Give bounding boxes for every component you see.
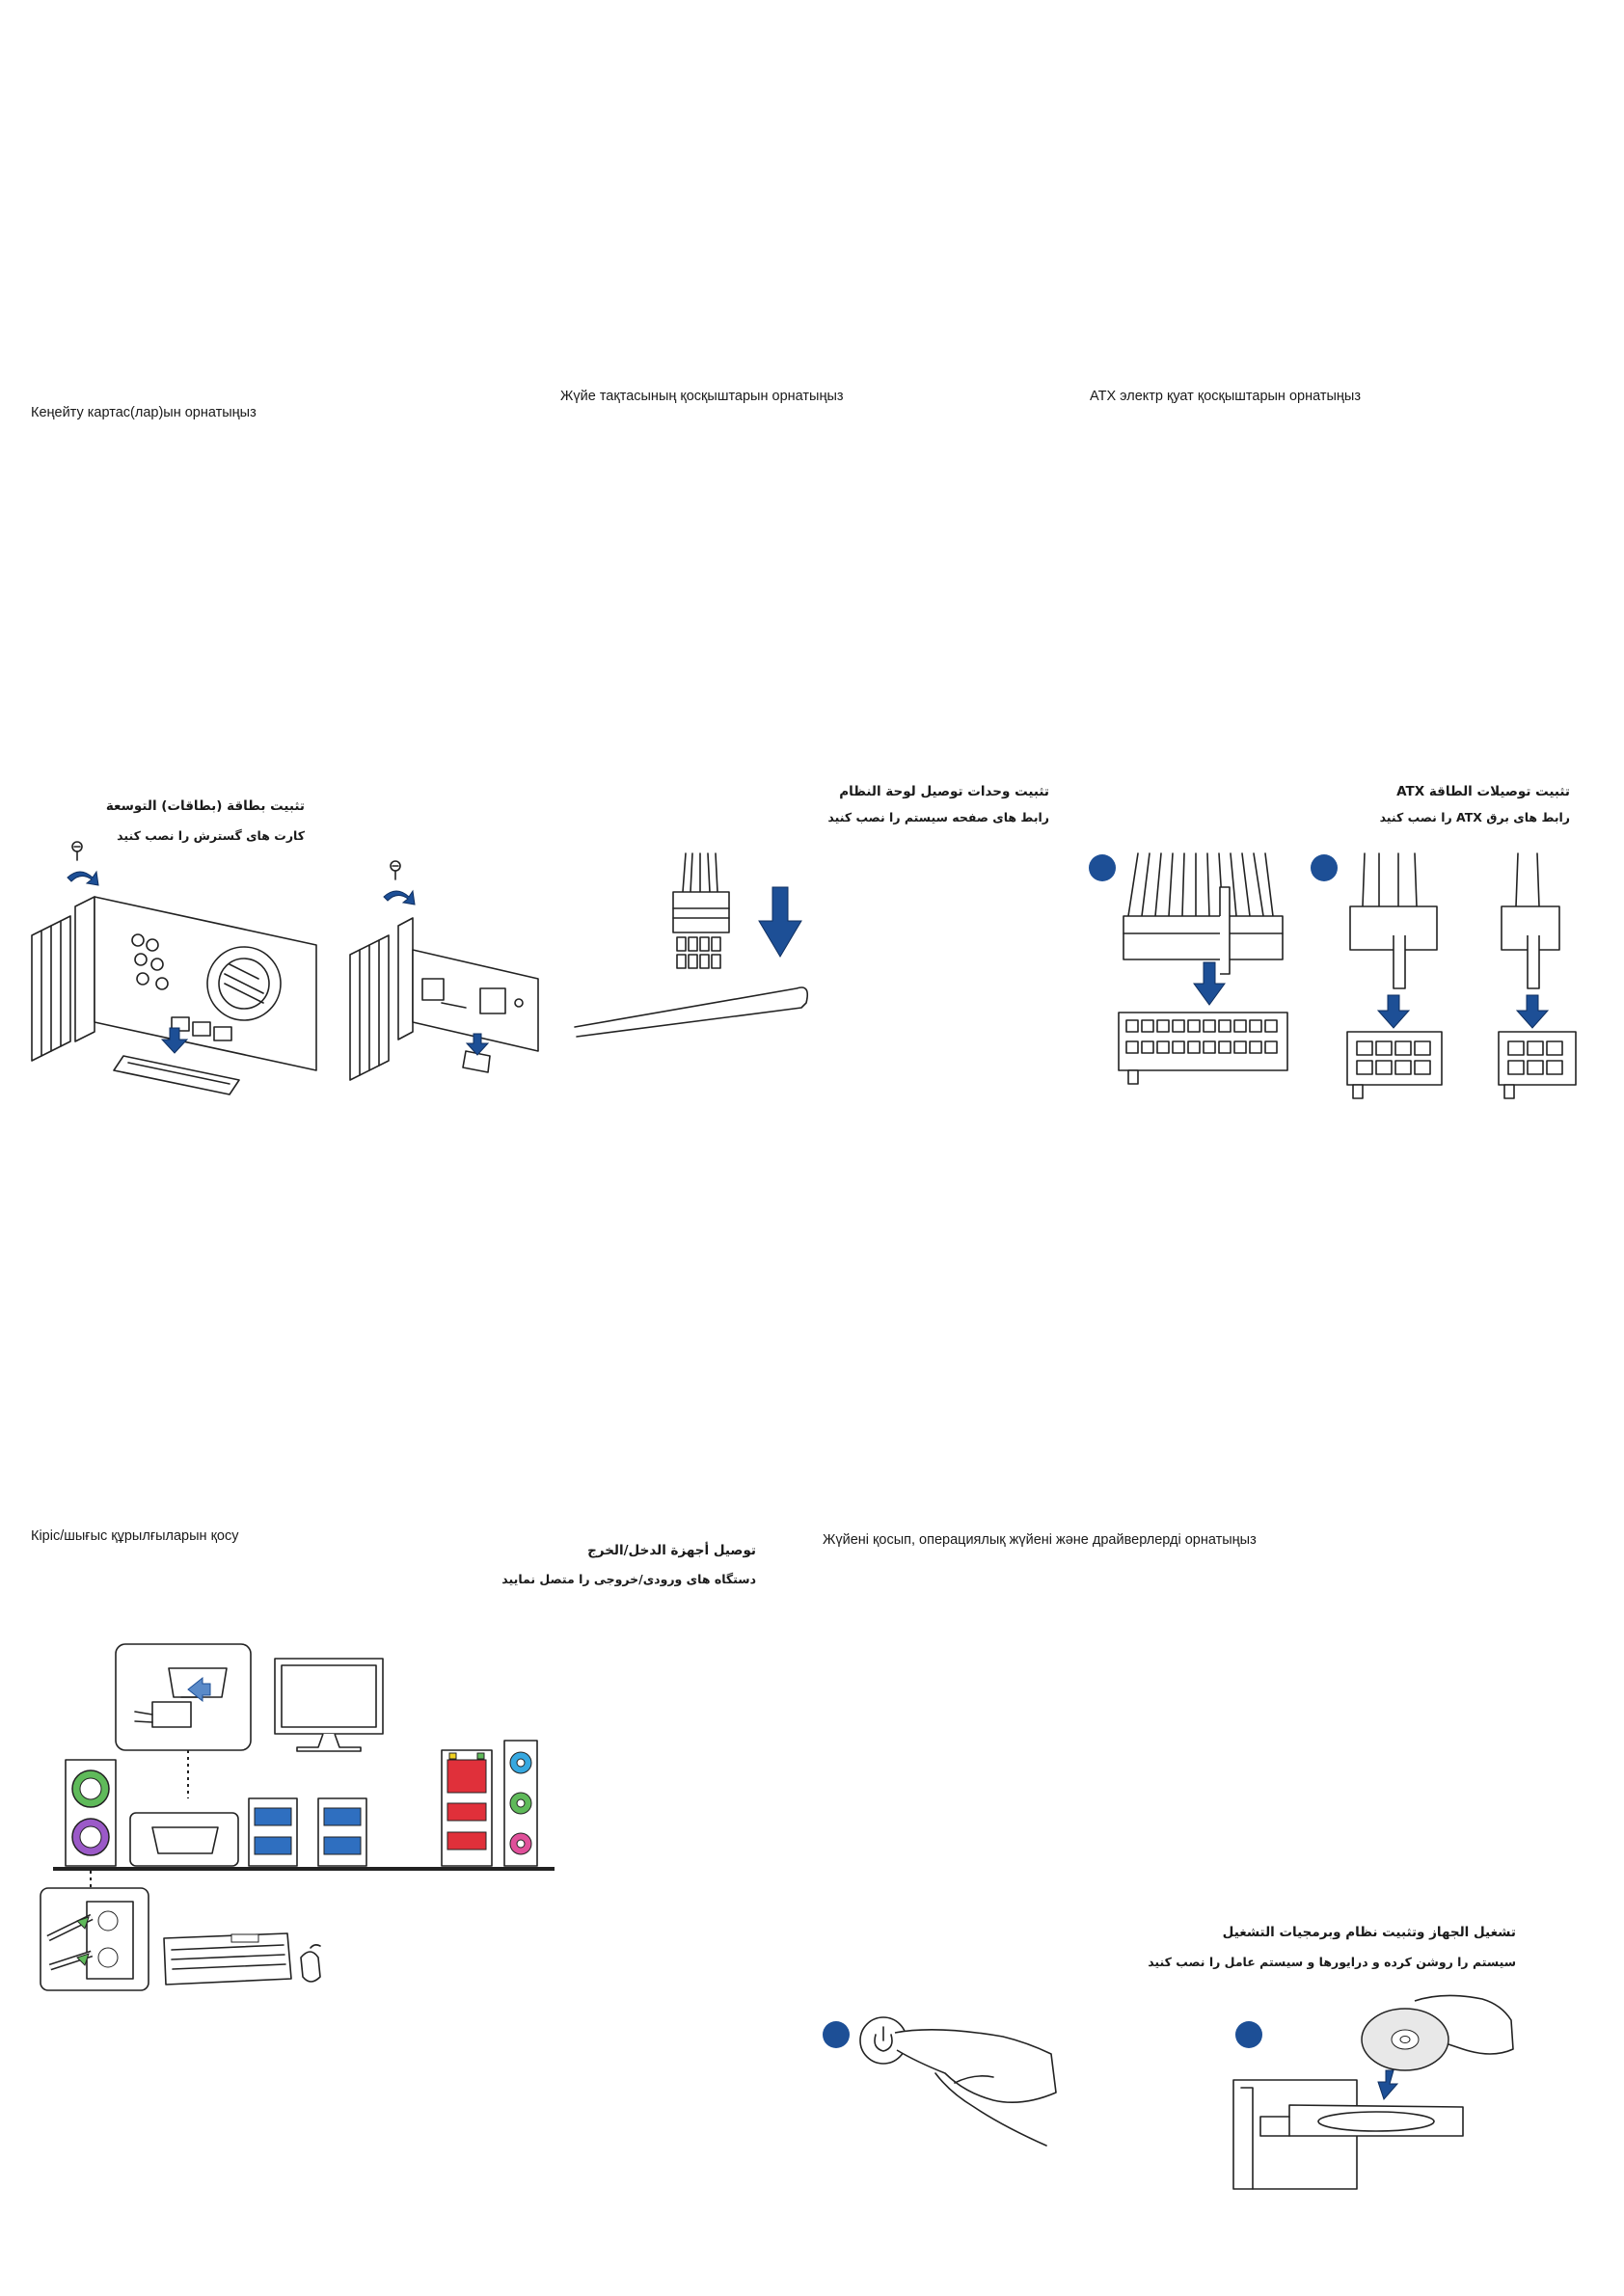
io-title-ar: توصيل أجهزة الدخل/الخرج	[587, 1543, 756, 1558]
screw-icon	[390, 860, 401, 880]
atx-title-fa: رابط های برق ATX را نصب کنید	[1379, 810, 1570, 824]
expansion-title-ar: تثبيت بطاقة (بطاقات) التوسعة	[105, 798, 305, 814]
expansion-card-pcie-x1-illustration	[349, 860, 539, 1081]
io-title-kz: Кіріс/шығыс құрылғыларын қосу	[31, 1528, 239, 1544]
system-panel-title-ar: تثبيت وحدات توصيل لوحة النظام	[839, 784, 1049, 799]
power-on-title-ar: تشغيل الجهاز وتثبيت نظام وبرمجيات التشغي…	[1222, 1925, 1516, 1940]
io-title-fa: دستگاه های ورودی/خروجی را متصل نمایید	[501, 1572, 756, 1586]
install-disc-illustration	[1232, 1994, 1514, 2190]
expansion-title-kz: Кеңейту картас(лар)ын орнатыңыз	[31, 405, 257, 420]
screw-icon	[71, 841, 83, 861]
step-badge-1-power	[823, 2021, 850, 2048]
atx-8pin-illustration	[1346, 852, 1443, 1099]
system-panel-connector-illustration	[574, 852, 809, 1038]
atx-4pin-illustration	[1498, 852, 1577, 1099]
atx-title-kz: ATX электр қуат қосқыштарын орнатыңыз	[1090, 389, 1361, 404]
atx-title-ar: تثبيت توصيلات الطاقة ATX	[1396, 784, 1570, 799]
expansion-title-fa: کارت های گسترش را نصب کنید	[117, 828, 305, 843]
power-on-title-kz: Жүйені қосып, операциялық жүйені және др…	[823, 1532, 1257, 1548]
expansion-card-pcie-illustration	[31, 841, 317, 1095]
usb3-ports-left	[248, 1797, 298, 1867]
step-badge-2	[1311, 854, 1338, 881]
step-badge-1	[1089, 854, 1116, 881]
atx-24pin-illustration	[1118, 852, 1288, 1085]
io-rear-panel-illustration	[40, 1643, 555, 1991]
step-badge-2-power	[1235, 2021, 1262, 2048]
system-panel-title-fa: رابط های صفحه سیستم را نصب کنید	[827, 810, 1049, 824]
usb3-ports-right	[317, 1797, 367, 1867]
optical-disc-icon	[1361, 2008, 1449, 2071]
keyboard-icon	[163, 1932, 292, 1985]
power-button-press-illustration	[859, 2016, 1057, 2147]
mouse-icon	[300, 1951, 321, 1983]
system-panel-title-kz: Жүйе тақтасының қосқыштарын орнатыңыз	[560, 389, 844, 404]
rotate-arrow-icon	[383, 889, 416, 905]
rotate-arrow-icon	[67, 870, 99, 886]
power-on-title-fa: سیستم را روشن کرده و درایورها و سیستم عا…	[1148, 1955, 1516, 1969]
